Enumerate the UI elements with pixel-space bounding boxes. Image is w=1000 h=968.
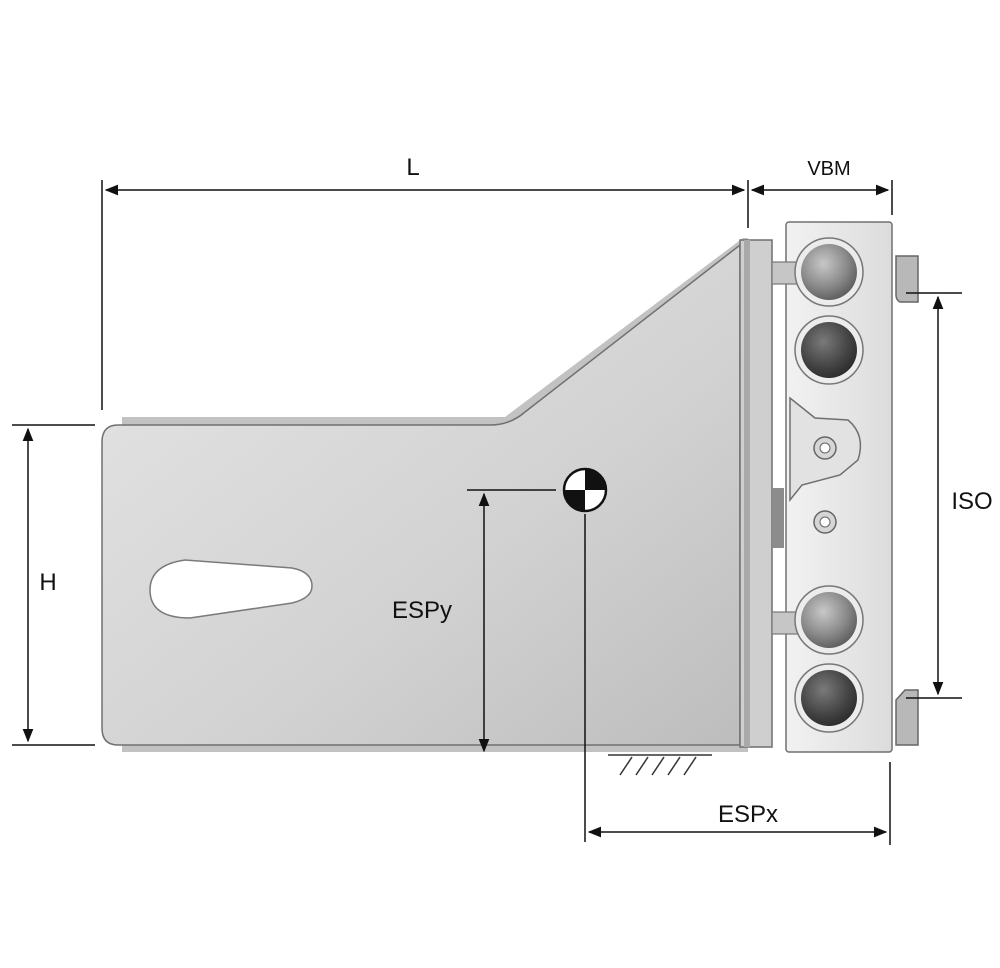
dimension-lines bbox=[12, 180, 962, 845]
length-label: L bbox=[406, 154, 419, 181]
cog-x-label: ESPx bbox=[718, 801, 778, 828]
gripper-body bbox=[101, 238, 773, 752]
ground-symbol bbox=[608, 754, 712, 776]
module-label: VBM bbox=[807, 158, 850, 180]
upper-clamp bbox=[895, 255, 919, 303]
vbm-module bbox=[771, 221, 919, 753]
height-label: H bbox=[39, 569, 56, 596]
lower-clamp bbox=[895, 689, 919, 746]
teardrop-slot bbox=[149, 559, 313, 619]
cog-y-label: ESPy bbox=[392, 597, 452, 624]
center-of-gravity-icon bbox=[562, 467, 608, 513]
interface-label: ISO bbox=[951, 488, 992, 515]
